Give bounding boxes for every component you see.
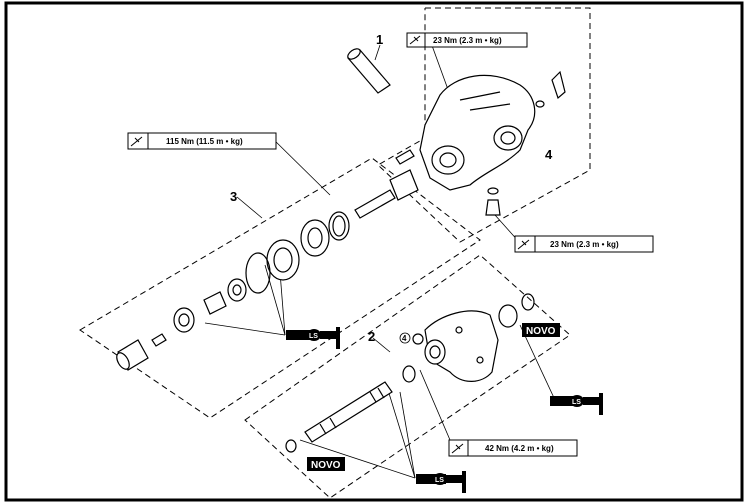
wrench-icon — [409, 35, 421, 45]
bearing-right — [498, 304, 518, 328]
novo-badge-bottom: NOVO — [307, 457, 345, 471]
novo-badge-right: NOVO — [522, 323, 560, 337]
svg-text:NOVO: NOVO — [311, 460, 341, 471]
torque-spec-bottom: 42 Nm (4.2 m • kg) — [448, 439, 578, 457]
torque-spec-right: 23 Nm (2.3 m • kg) — [514, 235, 654, 253]
wrench-icon — [130, 136, 143, 147]
small-pin — [151, 333, 167, 347]
bushing — [227, 278, 247, 302]
drive-shaft — [304, 381, 393, 443]
stud — [395, 149, 415, 165]
svg-text:LS: LS — [572, 399, 581, 406]
grease-gun-icon-3: LS — [416, 471, 466, 493]
grease-gun-icon-2: LS — [550, 393, 603, 415]
spacer — [203, 291, 227, 315]
seal-right — [521, 293, 535, 311]
o-ring — [245, 252, 271, 294]
ring-nut — [266, 239, 300, 281]
wrench-icon — [451, 443, 464, 454]
callout-4: 4 — [545, 147, 553, 162]
collar — [402, 365, 416, 383]
sleeve — [116, 339, 149, 371]
torque-text-right: 23 Nm (2.3 m • kg) — [550, 240, 619, 249]
callout-1: 1 — [376, 32, 383, 47]
wrench-icon — [517, 239, 530, 250]
svg-text:4: 4 — [402, 334, 407, 343]
pinion-gear — [354, 169, 419, 219]
torque-text-top: 23 Nm (2.3 m • kg) — [433, 36, 502, 45]
torque-text-left: 115 Nm (11.5 m • kg) — [166, 137, 243, 146]
pin-part-1 — [347, 48, 391, 94]
svg-text:NOVO: NOVO — [526, 326, 556, 337]
torque-spec-left: 115 Nm (11.5 m • kg) — [127, 132, 277, 150]
bolt-bottom-right — [485, 187, 501, 216]
grease-gun-icon-1: LS — [286, 327, 340, 349]
torque-spec-top: 23 Nm (2.3 m • kg) — [406, 32, 528, 48]
diagram-border — [4, 1, 744, 502]
small-badge-4: 4 — [399, 332, 411, 344]
svg-text:LS: LS — [435, 477, 444, 484]
bearing — [300, 219, 330, 257]
callout-2: 2 — [368, 329, 375, 344]
parts — [116, 48, 566, 453]
torque-text-bottom: 42 Nm (4.2 m • kg) — [485, 444, 554, 453]
callout-3: 3 — [230, 189, 237, 204]
oil-seal — [173, 307, 195, 333]
washer — [412, 333, 424, 345]
housing-part-4 — [419, 74, 536, 191]
end-washer — [285, 439, 297, 453]
svg-text:LS: LS — [309, 333, 318, 340]
bolt-top-right — [535, 70, 566, 108]
bracket — [424, 310, 499, 382]
